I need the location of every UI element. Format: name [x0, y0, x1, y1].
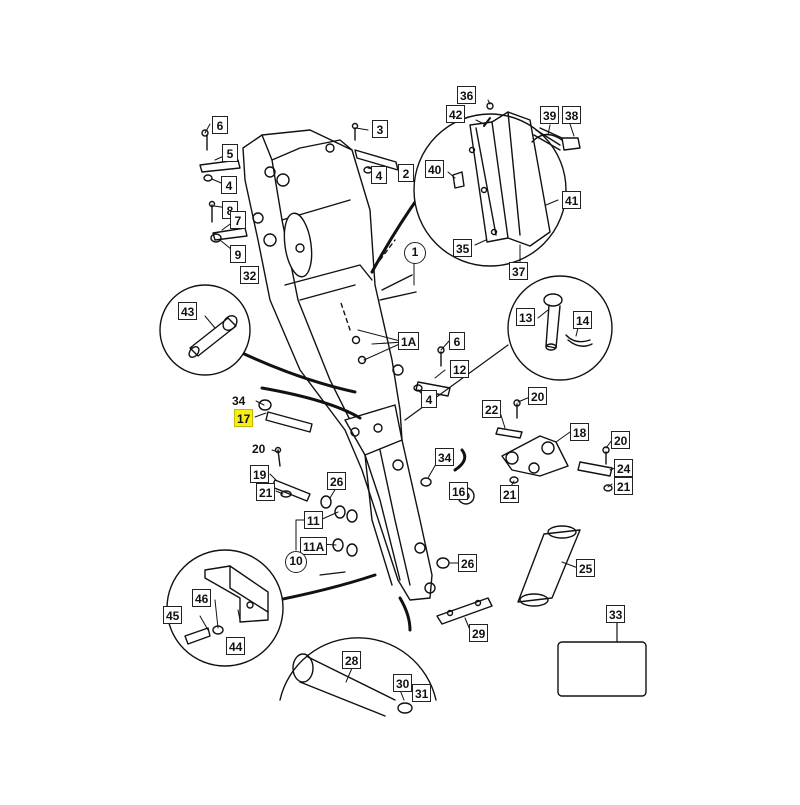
callout-7[interactable]: 7 [230, 211, 246, 229]
callout-9[interactable]: 9 [230, 245, 246, 263]
callout-13[interactable]: 13 [516, 308, 536, 326]
callout-20-mid[interactable]: 20 [528, 387, 548, 405]
callout-41[interactable]: 41 [562, 191, 582, 209]
callout-36[interactable]: 36 [457, 86, 477, 104]
callout-1A[interactable]: 1A [398, 332, 420, 350]
callout-20-left[interactable]: 20 [252, 442, 266, 456]
callout-22[interactable]: 22 [482, 400, 502, 418]
callout-38[interactable]: 38 [562, 106, 582, 124]
callout-17[interactable]: 17 [234, 409, 254, 427]
callout-25[interactable]: 25 [576, 559, 596, 577]
callout-6-top[interactable]: 6 [212, 116, 228, 134]
detail-circle-slides [413, 102, 581, 267]
callout-3[interactable]: 3 [372, 120, 388, 138]
callout-5[interactable]: 5 [222, 144, 238, 162]
callout-32[interactable]: 32 [240, 266, 260, 284]
callout-26-mid[interactable]: 26 [327, 472, 347, 490]
callout-4-left[interactable]: 4 [221, 176, 237, 194]
callout-34-left[interactable]: 34 [232, 394, 246, 408]
callout-1[interactable]: 1 [404, 242, 426, 264]
callout-6-mid[interactable]: 6 [449, 332, 465, 350]
callout-29[interactable]: 29 [469, 624, 489, 642]
callout-10[interactable]: 10 [285, 551, 307, 573]
callout-30[interactable]: 30 [393, 674, 413, 692]
detail-circle-bracket [166, 549, 284, 667]
callout-35[interactable]: 35 [453, 239, 473, 257]
callout-2[interactable]: 2 [398, 164, 414, 182]
callout-37[interactable]: 37 [509, 262, 529, 280]
callout-4-mid[interactable]: 4 [421, 390, 437, 408]
detail-circle-pin28 [279, 637, 437, 717]
callout-34-right[interactable]: 34 [435, 448, 455, 466]
callout-20-right[interactable]: 20 [611, 431, 631, 449]
loose-parts [199, 122, 613, 625]
callout-18[interactable]: 18 [570, 423, 590, 441]
callout-26-low[interactable]: 26 [458, 554, 478, 572]
callout-21-mid[interactable]: 21 [500, 485, 520, 503]
callout-42[interactable]: 42 [446, 105, 466, 123]
boom-arm [242, 129, 436, 601]
callout-16[interactable]: 16 [449, 482, 469, 500]
callout-46[interactable]: 46 [192, 589, 212, 607]
callout-14[interactable]: 14 [573, 311, 593, 329]
decal-box [557, 641, 647, 697]
callout-11A[interactable]: 11A [300, 537, 328, 555]
leader-lines [199, 99, 616, 701]
callout-21-left[interactable]: 21 [256, 483, 276, 501]
callout-31[interactable]: 31 [412, 684, 432, 702]
callout-39[interactable]: 39 [540, 106, 560, 124]
callout-45[interactable]: 45 [163, 606, 183, 624]
callout-12[interactable]: 12 [450, 360, 470, 378]
detail-circle-pin [507, 275, 613, 381]
callout-40[interactable]: 40 [425, 160, 445, 178]
callout-4-top[interactable]: 4 [371, 166, 387, 184]
callout-24[interactable]: 24 [614, 459, 634, 477]
callout-43[interactable]: 43 [178, 302, 198, 320]
callout-28[interactable]: 28 [342, 651, 362, 669]
callout-21-right[interactable]: 21 [614, 477, 634, 495]
callout-11[interactable]: 11 [304, 511, 323, 529]
detail-circle-pin43 [159, 284, 251, 376]
callout-19[interactable]: 19 [250, 465, 270, 483]
callout-33[interactable]: 33 [606, 605, 626, 623]
callout-44[interactable]: 44 [226, 637, 246, 655]
